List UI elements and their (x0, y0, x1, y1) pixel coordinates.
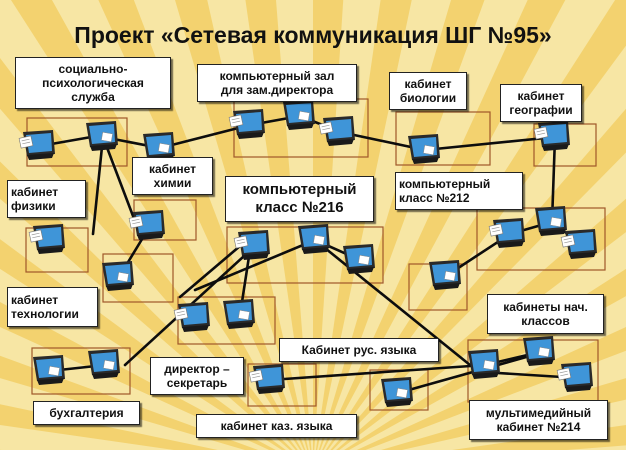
computer-icon (173, 302, 210, 332)
label-technology: кабинет технологии (7, 287, 98, 327)
background-ray (315, 0, 412, 450)
document-icon (101, 131, 113, 143)
label-accounting: бухгалтерия (33, 401, 140, 425)
label-biology: кабинет биологии (389, 72, 467, 110)
network-link (268, 363, 487, 382)
group-technology (102, 253, 174, 303)
label-chemistry: кабинет химии (132, 157, 213, 195)
background-ray (313, 0, 344, 450)
document-icon (117, 271, 129, 283)
computer-icon (535, 206, 567, 236)
document-icon (173, 307, 189, 321)
computer-icon (33, 355, 65, 385)
computer-icon (408, 134, 440, 164)
document-icon (488, 223, 504, 237)
computer-icon (381, 377, 413, 407)
document-icon (103, 359, 115, 371)
document-icon (533, 126, 549, 140)
document-icon (48, 365, 60, 377)
network-link (396, 352, 539, 395)
group-director (177, 296, 276, 345)
network-link (101, 135, 135, 218)
computer-icon (560, 229, 597, 259)
label-psych-service: социально- психологическая служба (15, 57, 171, 109)
computer-icon (556, 362, 593, 392)
computer-icon (523, 336, 555, 366)
computer-icon (128, 210, 165, 240)
computer-icon (298, 224, 330, 254)
computer-icon (343, 244, 375, 274)
label-multimedia: мультимедийный кабинет №214 (469, 400, 608, 440)
label-physics: кабинет физики (7, 180, 86, 218)
background-ray (336, 198, 626, 450)
computer-icon (86, 121, 118, 151)
label-russian: Кабинет рус. языка (279, 338, 439, 362)
label-class-216: компьютерный класс №216 (225, 176, 374, 222)
document-icon (18, 135, 34, 149)
document-icon (556, 367, 572, 381)
computer-icon (28, 224, 65, 254)
label-kazakh: кабинет каз. языка (196, 414, 357, 438)
document-icon (358, 254, 370, 266)
computer-icon (228, 109, 265, 139)
network-link (423, 135, 557, 152)
computer-icon (318, 116, 355, 146)
document-icon (396, 387, 408, 399)
background-ray (98, 0, 306, 450)
document-icon (298, 110, 310, 122)
computer-icon (468, 349, 500, 379)
document-icon (238, 309, 250, 321)
document-icon (538, 346, 550, 358)
background-ray (0, 301, 276, 450)
background-ray (452, 424, 626, 450)
computer-icon (248, 364, 285, 394)
computer-icon (102, 261, 134, 291)
computer-icon (18, 130, 55, 160)
workstations (18, 100, 597, 407)
document-icon (248, 369, 264, 383)
label-director: директор – секретарь (150, 357, 244, 395)
computer-icon (283, 100, 315, 130)
document-icon (313, 234, 325, 246)
document-icon (444, 270, 456, 282)
group-kazakh (247, 363, 317, 407)
document-icon (158, 142, 170, 154)
label-geography: кабинет географии (500, 84, 582, 122)
document-icon (28, 229, 44, 243)
computer-icon (429, 260, 461, 290)
computer-icon (488, 218, 525, 248)
document-icon (228, 114, 244, 128)
computer-icon (223, 299, 255, 329)
document-icon (560, 234, 576, 248)
background-ray (0, 239, 286, 450)
document-icon (233, 235, 249, 249)
network-link (313, 238, 472, 367)
document-icon (423, 144, 435, 156)
label-computer-hall: компьютерный зал для зам.директора (197, 64, 357, 102)
network-link (158, 123, 252, 150)
computer-icon (533, 121, 570, 151)
group-accounting (31, 347, 131, 395)
background-ray (356, 327, 626, 450)
label-primary-classes: кабинеты нач. классов (487, 294, 604, 334)
document-icon (550, 216, 562, 228)
label-class-212: компьютерный класс №212 (395, 172, 523, 210)
group-biology (395, 111, 491, 166)
network-link (178, 244, 242, 299)
computer-icon (88, 349, 120, 379)
network-link (91, 135, 105, 236)
document-icon (318, 121, 334, 135)
computer-icon (233, 230, 270, 260)
document-icon (128, 215, 144, 229)
page-title: Проект «Сетевая коммуникация ШГ №95» (74, 22, 552, 48)
document-icon (483, 359, 495, 371)
